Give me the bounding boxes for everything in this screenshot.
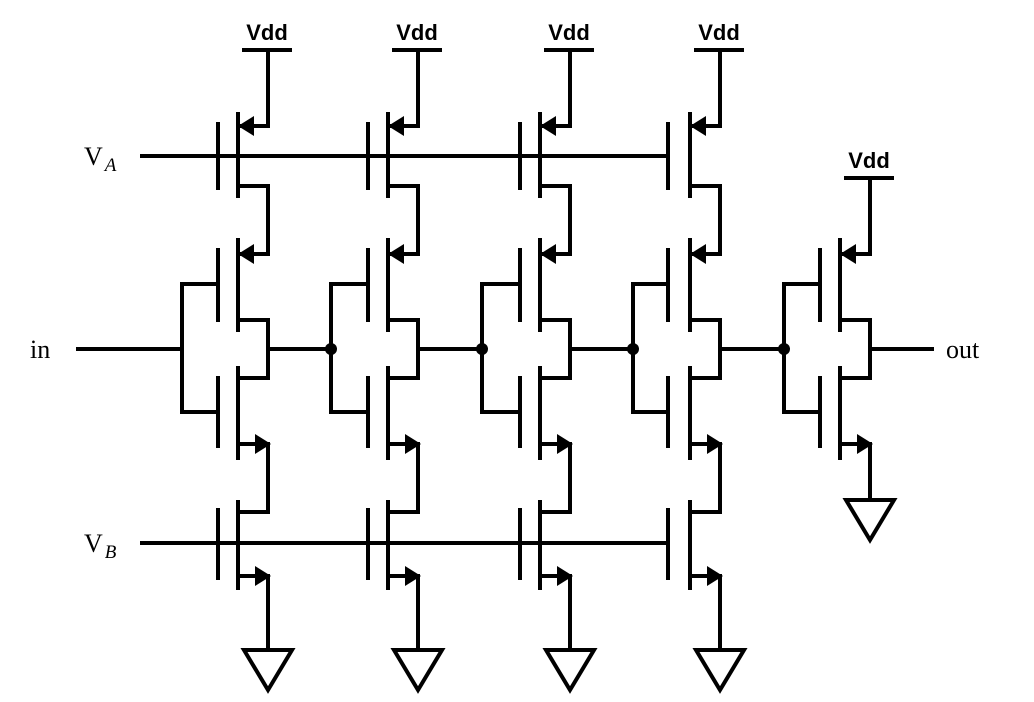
vdd-label-stage-3: Vdd — [548, 20, 590, 45]
input-label: in — [30, 335, 50, 364]
ground-icon — [842, 498, 898, 544]
vdd-label-output: Vdd — [848, 148, 890, 173]
current-starved-stage-4 — [627, 48, 748, 694]
current-starved-stage-1 — [180, 48, 296, 694]
current-starved-stage-3 — [476, 48, 598, 694]
vdd-label-stage-4: Vdd — [698, 20, 740, 45]
signal-wires — [76, 154, 934, 545]
vdd-label-stage-2: Vdd — [396, 20, 438, 45]
current-starved-stage-2 — [325, 48, 446, 694]
ground-icon — [542, 648, 598, 694]
ground-icon — [390, 648, 446, 694]
output-inverter — [778, 176, 898, 544]
ground-icon — [692, 648, 748, 694]
ground-icon — [240, 648, 296, 694]
vdd-label-stage-1: Vdd — [246, 20, 288, 45]
output-label: out — [946, 335, 980, 364]
